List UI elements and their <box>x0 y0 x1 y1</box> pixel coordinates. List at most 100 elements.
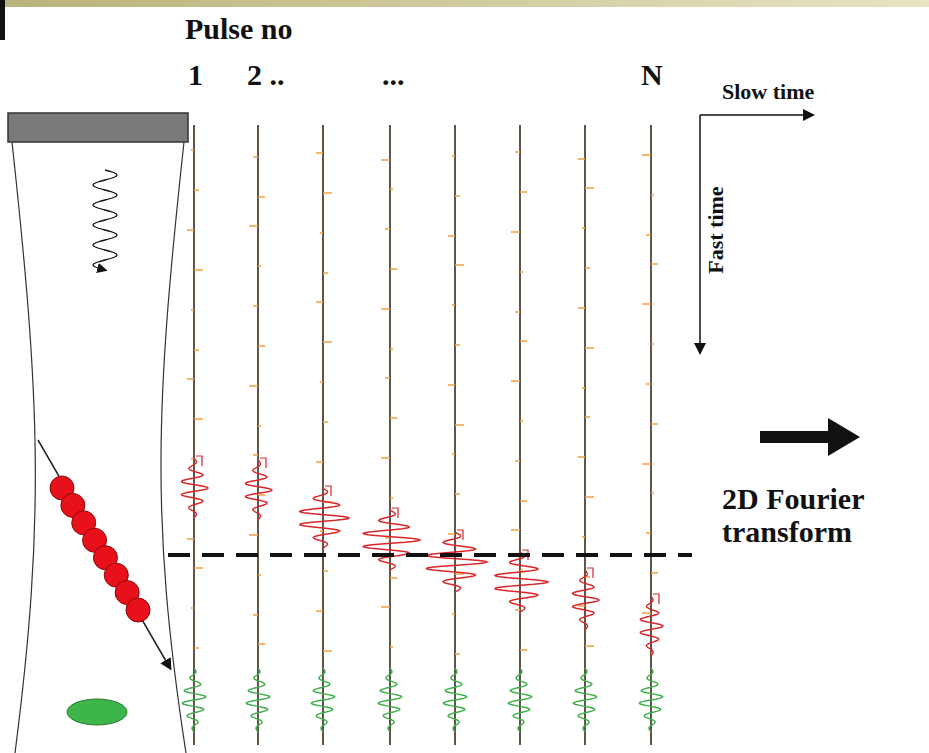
noise-tick <box>452 453 455 455</box>
tissue-echo <box>311 668 334 732</box>
tissue-echo <box>508 668 531 732</box>
noise-tick <box>651 492 654 494</box>
blood-echo <box>246 460 273 520</box>
noise-tick <box>390 646 393 648</box>
echo-marker <box>196 456 202 466</box>
noise-tick <box>385 537 390 539</box>
tissue-echo <box>639 668 662 732</box>
echo-trace <box>584 125 586 745</box>
noise-tick <box>520 340 527 342</box>
noise-tick <box>187 229 194 231</box>
tissue-echo <box>378 668 401 732</box>
top-bar <box>0 0 929 7</box>
noise-tick <box>515 311 520 313</box>
noise-tick <box>642 303 651 305</box>
blood-echo <box>427 532 488 592</box>
noise-tick <box>511 529 520 531</box>
noise-tick <box>585 645 594 647</box>
text-label: 1 <box>188 58 203 91</box>
noise-tick <box>511 380 520 382</box>
blood-echo <box>363 510 420 570</box>
noise-tick <box>646 234 651 236</box>
noise-tick <box>323 421 328 423</box>
noise-tick <box>258 425 261 427</box>
noise-tick <box>253 156 258 158</box>
noise-tick <box>642 612 651 614</box>
fast-time-axis <box>699 115 701 352</box>
noise-tick <box>323 192 332 194</box>
noise-tick <box>646 383 651 385</box>
blood-echo <box>495 552 548 612</box>
noise-tick <box>187 378 194 380</box>
noise-tick <box>316 301 323 303</box>
noise-tick <box>651 423 658 425</box>
noise-tick <box>320 530 323 532</box>
noise-tick <box>258 265 261 267</box>
noise-tick <box>520 500 527 502</box>
noise-tick <box>448 235 455 237</box>
noise-tick <box>194 189 199 191</box>
beam-edge <box>161 142 186 753</box>
noise-tick <box>249 385 258 387</box>
noise-tick <box>258 494 265 496</box>
echo-marker <box>587 568 593 578</box>
noise-tick <box>390 417 397 419</box>
echo-trace <box>650 125 652 745</box>
echo-trace <box>519 125 521 745</box>
noise-tick <box>381 159 390 161</box>
noise-tick <box>194 647 199 649</box>
noise-tick <box>585 267 590 269</box>
echo-trace <box>322 125 324 745</box>
noise-tick <box>316 610 323 612</box>
noise-tick <box>452 613 455 615</box>
flow-direction <box>38 440 170 668</box>
noise-tick <box>585 416 590 418</box>
noise-tick <box>455 424 464 426</box>
text-label: ... <box>382 58 405 91</box>
noise-tick <box>249 534 258 536</box>
noise-tick <box>191 149 194 151</box>
noise-tick <box>520 649 527 651</box>
noise-tick <box>191 309 194 311</box>
noise-tick <box>448 384 455 386</box>
noise-tick <box>390 188 393 190</box>
blood-echo <box>300 488 349 548</box>
noise-tick <box>585 496 594 498</box>
noise-tick <box>585 187 594 189</box>
noise-tick <box>258 574 261 576</box>
echo-trace <box>193 125 195 745</box>
tissue-echo <box>443 668 466 732</box>
noise-tick <box>582 536 585 538</box>
tissue-echo <box>182 668 205 732</box>
noise-tick <box>316 152 323 154</box>
noise-tick <box>390 577 397 579</box>
beam-edge <box>12 142 35 753</box>
text-label: 2 .. <box>247 58 285 91</box>
transducer <box>8 113 188 142</box>
noise-tick <box>448 533 455 535</box>
noise-tick <box>253 454 258 456</box>
noise-tick <box>515 460 520 462</box>
noise-tick <box>385 377 390 379</box>
noise-tick <box>455 344 460 346</box>
noise-tick <box>515 609 520 611</box>
noise-tick <box>455 573 464 575</box>
corner-mark <box>0 0 5 40</box>
noise-tick <box>455 653 460 655</box>
echo-trace <box>454 125 456 745</box>
noise-tick <box>316 461 323 463</box>
noise-tick <box>249 225 258 227</box>
noise-tick <box>520 191 527 193</box>
noise-tick <box>455 493 460 495</box>
noise-tick <box>390 497 393 499</box>
stationary-tissue <box>67 699 127 725</box>
echo-trace <box>257 125 259 745</box>
noise-tick <box>452 155 455 157</box>
noise-tick <box>651 194 654 196</box>
axis-label: Fast time <box>704 186 728 273</box>
text-label: N <box>641 58 663 91</box>
text-label: 2D Fourier transform <box>722 482 922 548</box>
noise-tick <box>194 349 199 351</box>
echo-marker <box>260 458 266 468</box>
